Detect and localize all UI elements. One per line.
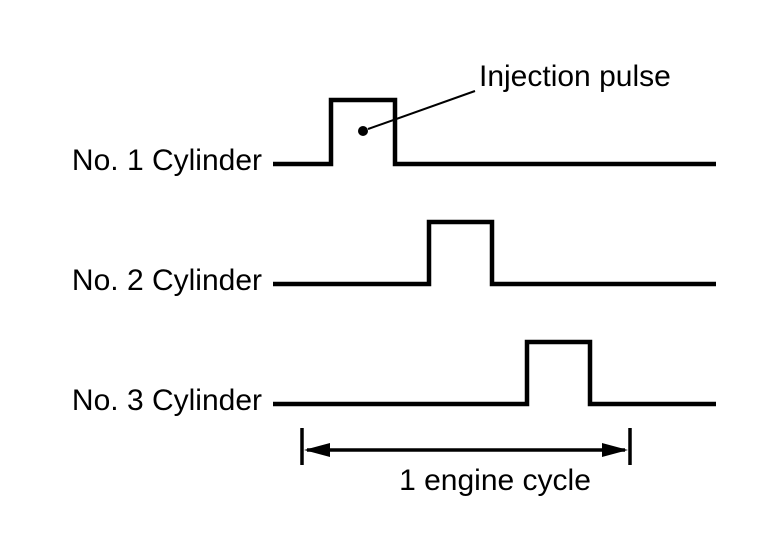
engine-cycle-label: 1 engine cycle bbox=[399, 464, 591, 497]
cylinder-1-label: No. 1 Cylinder bbox=[72, 144, 262, 177]
waveform-row-3 bbox=[273, 339, 716, 407]
cycle-arrowhead-right bbox=[602, 443, 628, 457]
waveform-traces bbox=[273, 97, 716, 407]
cylinder-2-label: No. 2 Cylinder bbox=[72, 264, 262, 297]
engine-cycle-dimension bbox=[300, 428, 632, 465]
cylinder-3-label: No. 3 Cylinder bbox=[72, 384, 262, 417]
leader-line bbox=[367, 90, 476, 130]
injection-pulse-pointer bbox=[358, 90, 476, 136]
waveform-row-1 bbox=[273, 97, 716, 167]
pulse-marker-dot bbox=[358, 126, 368, 136]
waveform-row-2 bbox=[273, 219, 716, 287]
injection-pulse-label: Injection pulse bbox=[479, 60, 671, 93]
cycle-arrowhead-left bbox=[304, 443, 330, 457]
